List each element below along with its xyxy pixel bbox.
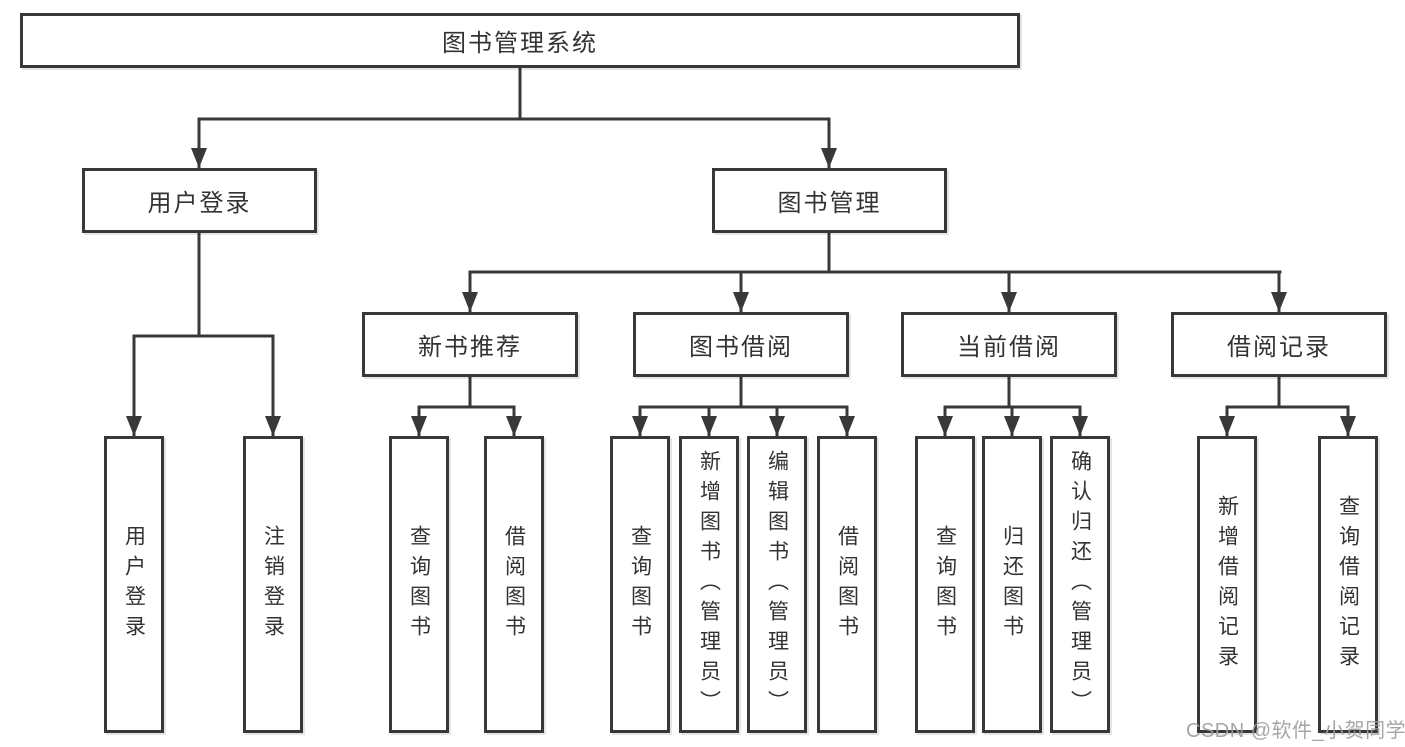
leaf-edit-books-admin: 编辑图书（管理员） <box>747 436 807 733</box>
node-user-login: 用户登录 <box>82 168 317 233</box>
leaf-query-borrow-record: 查询借阅记录 <box>1318 436 1378 733</box>
leaf-query-books-recommend: 查询图书 <box>389 436 449 733</box>
leaf-return-books: 归还图书 <box>982 436 1042 733</box>
leaf-add-borrow-record: 新增借阅记录 <box>1197 436 1257 733</box>
leaf-borrow-books-recommend: 借阅图书 <box>484 436 544 733</box>
node-book-management: 图书管理 <box>712 168 947 233</box>
leaf-query-books-current: 查询图书 <box>915 436 975 733</box>
watermark: CSDN @软件_小贺同学 <box>1186 720 1405 742</box>
leaf-user-login: 用户登录 <box>104 436 164 733</box>
node-current-borrowing: 当前借阅 <box>901 312 1117 377</box>
leaf-add-books-admin: 新增图书（管理员） <box>679 436 739 733</box>
node-new-book-recommend: 新书推荐 <box>362 312 578 377</box>
node-book-borrowing: 图书借阅 <box>633 312 849 377</box>
node-root: 图书管理系统 <box>20 13 1020 68</box>
leaf-confirm-return-admin: 确认归还（管理员） <box>1050 436 1110 733</box>
leaf-logout-login: 注销登录 <box>243 436 303 733</box>
leaf-borrow-books-borrowing: 借阅图书 <box>817 436 877 733</box>
leaf-query-books-borrowing: 查询图书 <box>610 436 670 733</box>
node-borrowing-records: 借阅记录 <box>1171 312 1387 377</box>
